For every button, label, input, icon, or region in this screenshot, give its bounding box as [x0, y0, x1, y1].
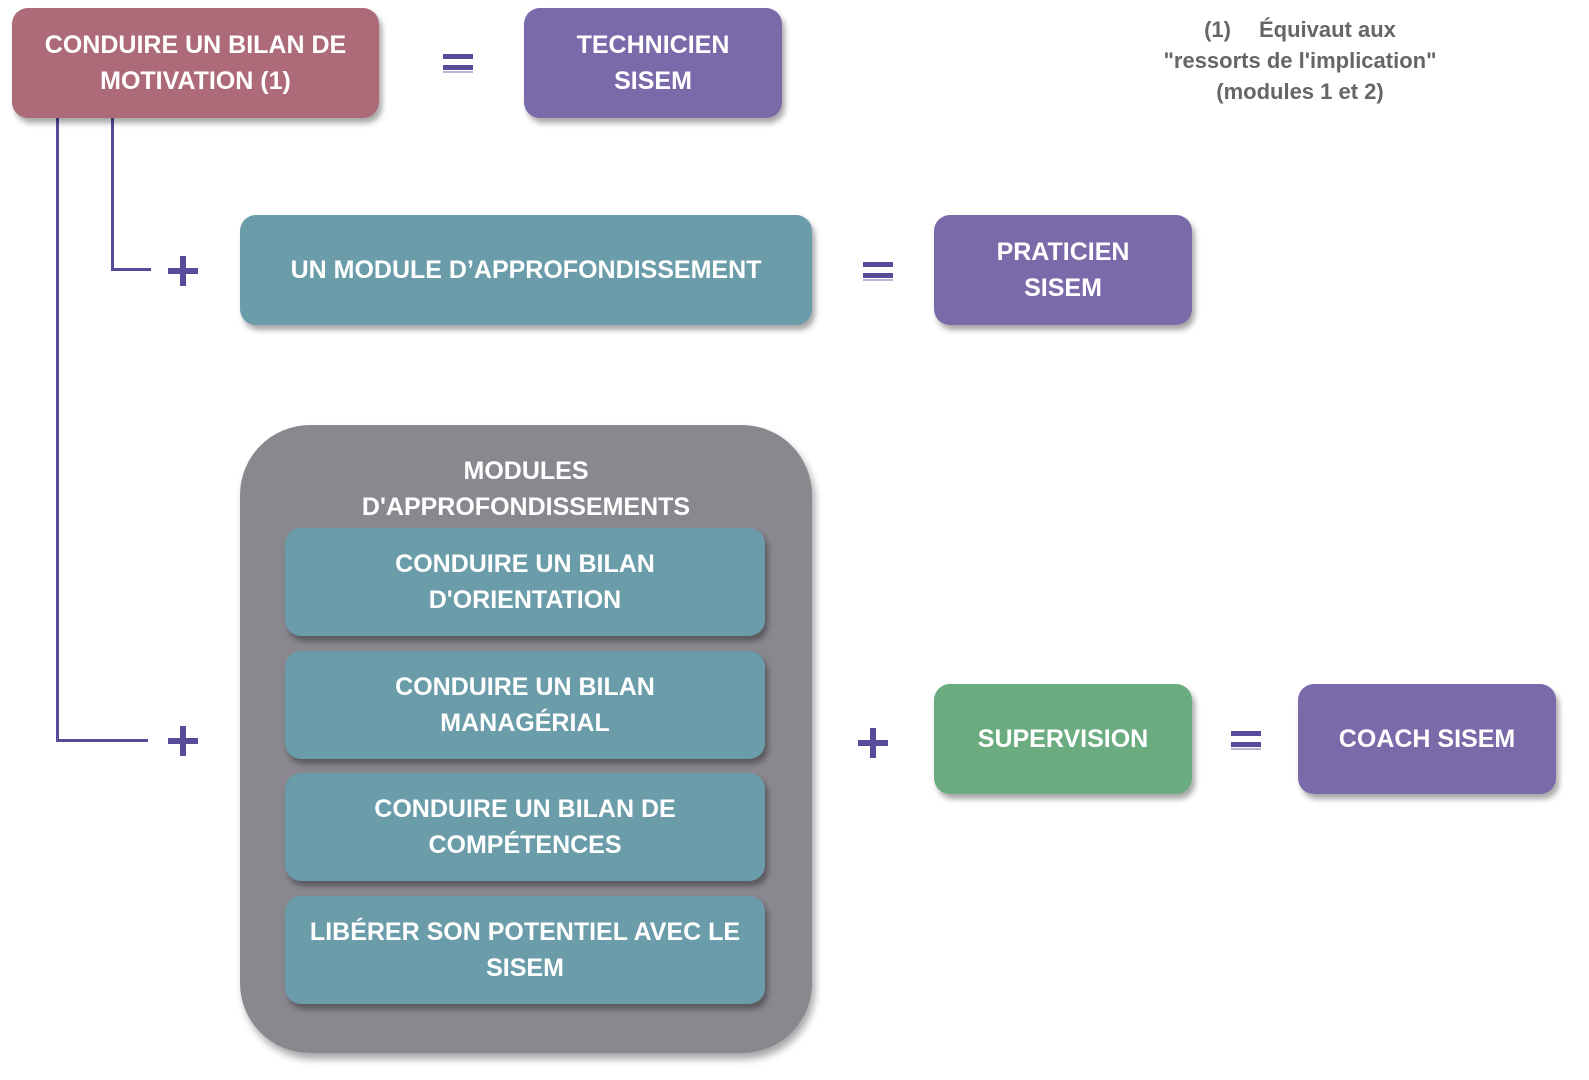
equals-icon	[853, 246, 903, 296]
module-item: LIBÉRER SON POTENTIEL AVEC LE SISEM	[285, 896, 765, 1004]
footnote: (1) Équivaut aux "ressorts de l'implicati…	[1140, 14, 1460, 107]
plus-icon	[848, 718, 898, 768]
footnote-line-2: "ressorts de l'implication"	[1163, 48, 1437, 73]
motivation-box: CONDUIRE UN BILAN DE MOTIVATION (1)	[12, 8, 379, 118]
footnote-number: (1)	[1204, 17, 1231, 42]
modules-group-title: MODULES D'APPROFONDISSEMENTS	[361, 457, 691, 521]
connector-line-inner-vertical	[111, 118, 114, 271]
plus-icon	[158, 716, 208, 766]
footnote-line-1: Équivaut aux	[1258, 17, 1396, 42]
supervision-box: SUPERVISION	[934, 684, 1192, 794]
footnote-line-3: (modules 1 et 2)	[1216, 79, 1384, 104]
connector-line-inner-horizontal	[111, 268, 151, 271]
module-item: CONDUIRE UN BILAN DE COMPÉTENCES	[285, 773, 765, 881]
equals-icon	[433, 38, 483, 88]
module-box: UN MODULE D’APPROFONDISSEMENT	[240, 215, 812, 325]
connector-line-outer-vertical	[56, 118, 59, 742]
module-item: CONDUIRE UN BILAN MANAGÉRIAL	[285, 651, 765, 759]
module-item: CONDUIRE UN BILAN D'ORIENTATION	[285, 528, 765, 636]
technicien-box: TECHNICIEN SISEM	[524, 8, 782, 118]
connector-line-outer-horizontal	[56, 739, 148, 742]
plus-icon	[158, 246, 208, 296]
coach-box: COACH SISEM	[1298, 684, 1556, 794]
praticien-box: PRATICIEN SISEM	[934, 215, 1192, 325]
equals-icon	[1221, 715, 1271, 765]
